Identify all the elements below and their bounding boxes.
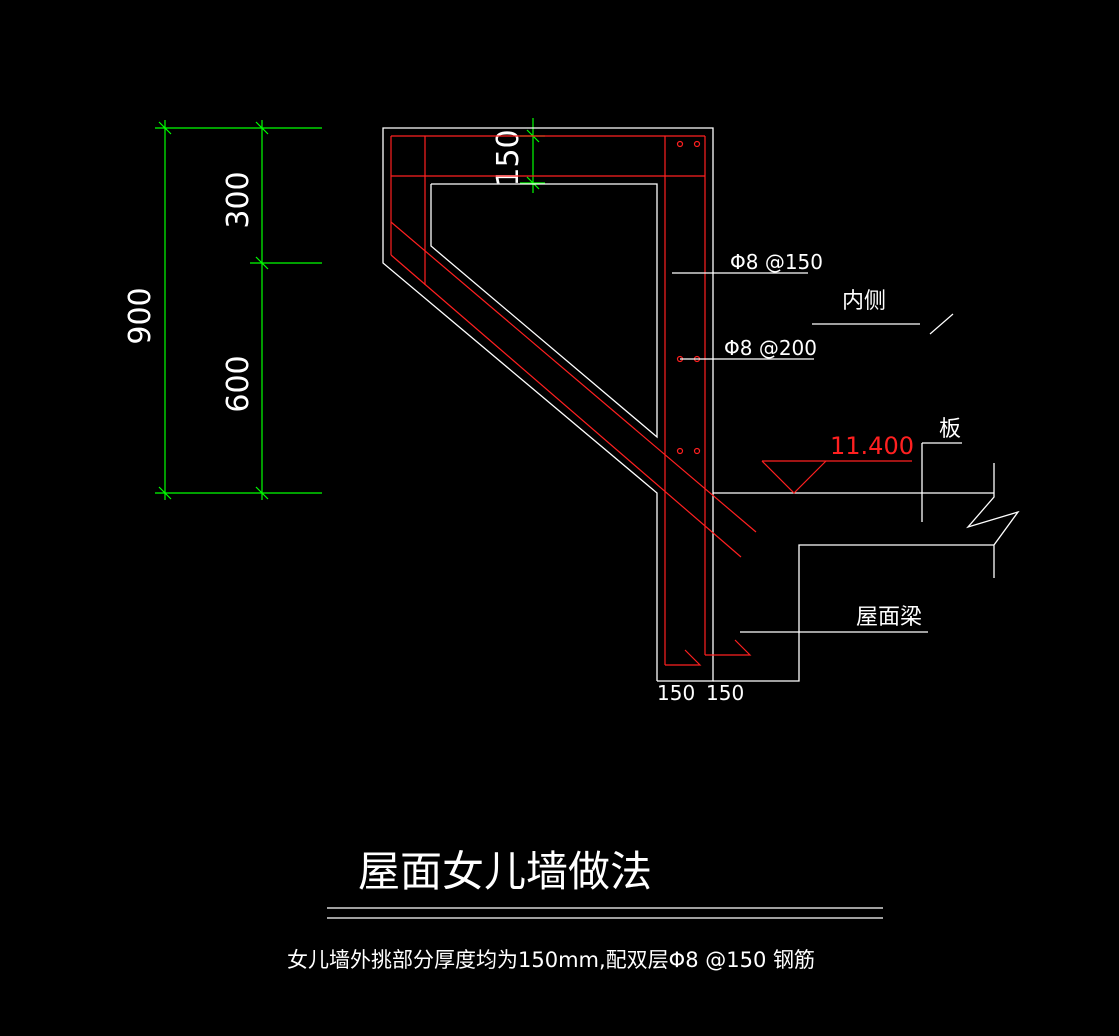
- title-underline: [327, 907, 883, 919]
- dim-bottom-right: 150: [706, 681, 744, 705]
- rebar-lines: [390, 135, 912, 666]
- dim-bottom-left: 150: [657, 681, 695, 705]
- dimension-lines: [155, 118, 545, 500]
- inner-side-label: 内侧: [842, 289, 886, 314]
- dim-thickness: 150: [491, 129, 526, 186]
- rebar-label-200: Φ8 @200: [724, 336, 817, 360]
- slab-label: 板: [939, 417, 961, 442]
- rebar-label-150: Φ8 @150: [730, 250, 823, 274]
- rebar-dots: [676, 140, 701, 455]
- dim-upper: 300: [221, 171, 256, 228]
- dim-total: 900: [123, 287, 158, 344]
- elevation-label: 11.400: [830, 432, 914, 460]
- roof-beam-label: 屋面梁: [856, 605, 922, 630]
- leader-lines: [672, 272, 954, 633]
- drawing-title: 屋面女儿墙做法: [358, 847, 652, 896]
- drawing-note: 女儿墙外挑部分厚度均为150mm,配双层Φ8 @150 钢筋: [287, 948, 815, 972]
- dim-lower: 600: [221, 355, 256, 412]
- concrete-outline: [382, 127, 1020, 682]
